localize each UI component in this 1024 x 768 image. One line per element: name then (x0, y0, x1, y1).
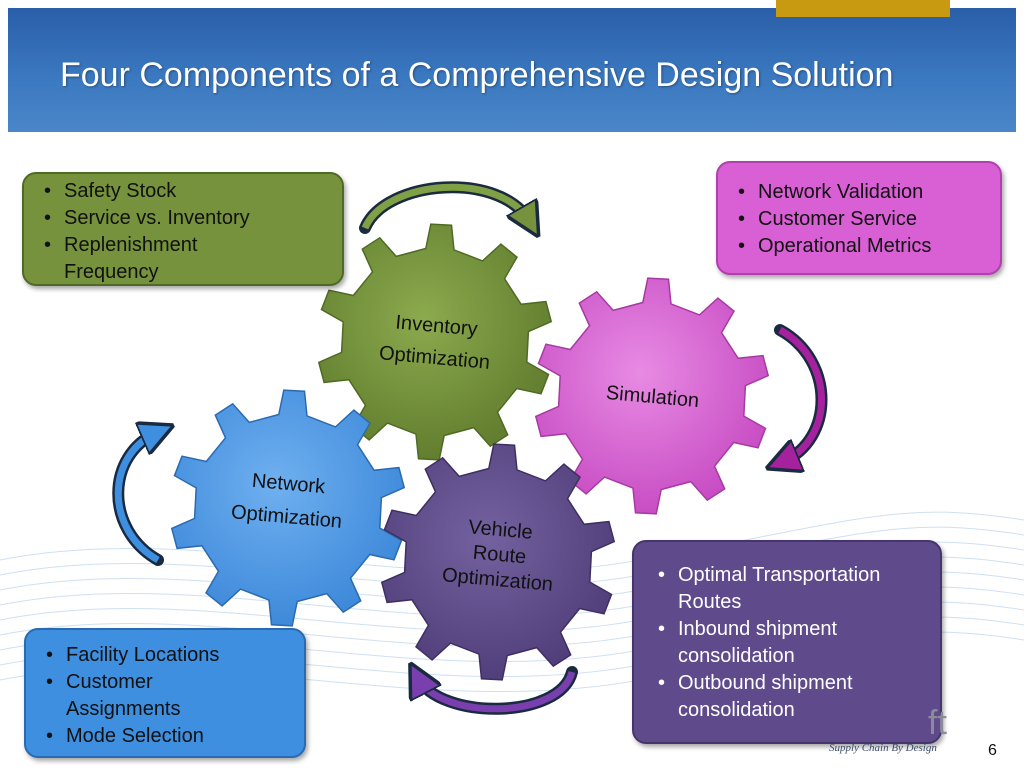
inventory-details-list: Safety Stock Service vs. Inventory Reple… (24, 174, 342, 286)
list-item-line1: Optimal Transportation (678, 564, 881, 586)
company-tagline: Supply Chain By Design (829, 742, 937, 754)
gear-inventory: Inventory Optimization (317, 223, 553, 461)
page-number: 6 (988, 742, 997, 759)
gear-network: Network Optimization (170, 389, 406, 627)
inventory-details-box: Safety Stock Service vs. Inventory Reple… (22, 172, 344, 286)
accent-bar (776, 0, 950, 17)
list-item-line2: Routes (678, 591, 742, 613)
list-item-line2: consolidation (678, 645, 795, 667)
list-item: Facility Locations (38, 642, 294, 669)
simulation-details-list: Network Validation Customer Service Oper… (718, 163, 1000, 260)
list-item-line1: Replenishment (64, 234, 198, 256)
simulation-details-box: Network Validation Customer Service Oper… (716, 161, 1002, 275)
gear-vehicle-label-line2: Route (472, 542, 527, 569)
list-item-line2: consolidation (678, 699, 795, 721)
list-item: Service vs. Inventory (36, 205, 332, 232)
gear-simulation: Simulation (534, 277, 770, 515)
list-item: Inbound shipment consolidation (650, 616, 930, 670)
list-item-line1: Customer (66, 671, 153, 693)
list-item: Customer Service (730, 206, 990, 233)
list-item-line2: Assignments (66, 698, 181, 720)
list-item: Network Validation (730, 179, 990, 206)
list-item: Safety Stock (36, 178, 332, 205)
title-banner: Four Components of a Comprehensive Desig… (8, 8, 1016, 132)
list-item-line1: Outbound shipment (678, 672, 853, 694)
list-item: Outbound shipment consolidation (650, 670, 930, 724)
company-logo-fragment: ft (928, 704, 947, 742)
cycle-arrow-green (359, 181, 536, 234)
list-item: Mode Selection (38, 723, 294, 750)
gear-vehicle-route: Vehicle Route Optimization (380, 443, 616, 681)
list-item-line2: Frequency (64, 261, 159, 283)
list-item: Operational Metrics (730, 233, 990, 260)
page-title: Four Components of a Comprehensive Desig… (60, 56, 894, 94)
list-item-line1: Inbound shipment (678, 618, 838, 640)
